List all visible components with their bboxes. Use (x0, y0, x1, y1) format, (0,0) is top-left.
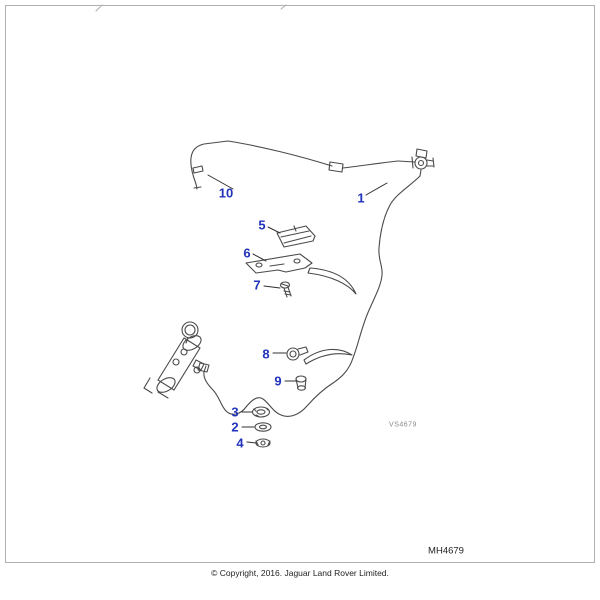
mounting-bracket (245, 253, 313, 274)
callout-4[interactable]: 4 (236, 435, 244, 451)
stud (295, 375, 307, 391)
grommet (251, 406, 271, 418)
nut (255, 438, 271, 448)
motion-arrows (303, 267, 357, 365)
master-cylinder (143, 321, 205, 399)
washer (254, 422, 272, 432)
callout-1[interactable]: 1 (357, 190, 365, 206)
screw (279, 281, 292, 298)
callout-3[interactable]: 3 (231, 404, 239, 420)
callout-10[interactable]: 10 (218, 185, 234, 201)
elbow-fitting (397, 148, 435, 177)
cover-plate (276, 225, 316, 248)
page-border (5, 5, 595, 563)
callout-8[interactable]: 8 (262, 346, 270, 362)
copyright-text: © Copyright, 2016. Jaguar Land Rover Lim… (211, 568, 389, 578)
callout-9[interactable]: 9 (274, 373, 282, 389)
diagram-code: VS4679 (389, 421, 417, 429)
pipe-upper (190, 140, 399, 190)
pipe-clip (286, 346, 309, 361)
leader-lines (207, 174, 388, 444)
drawing-number: MH4679 (428, 545, 464, 557)
callout-7[interactable]: 7 (253, 277, 261, 293)
callout-5[interactable]: 5 (258, 217, 266, 233)
callout-6[interactable]: 6 (243, 245, 251, 261)
callout-2[interactable]: 2 (231, 419, 239, 435)
registration-ticks (95, 4, 287, 12)
pipe-1 (352, 175, 421, 359)
